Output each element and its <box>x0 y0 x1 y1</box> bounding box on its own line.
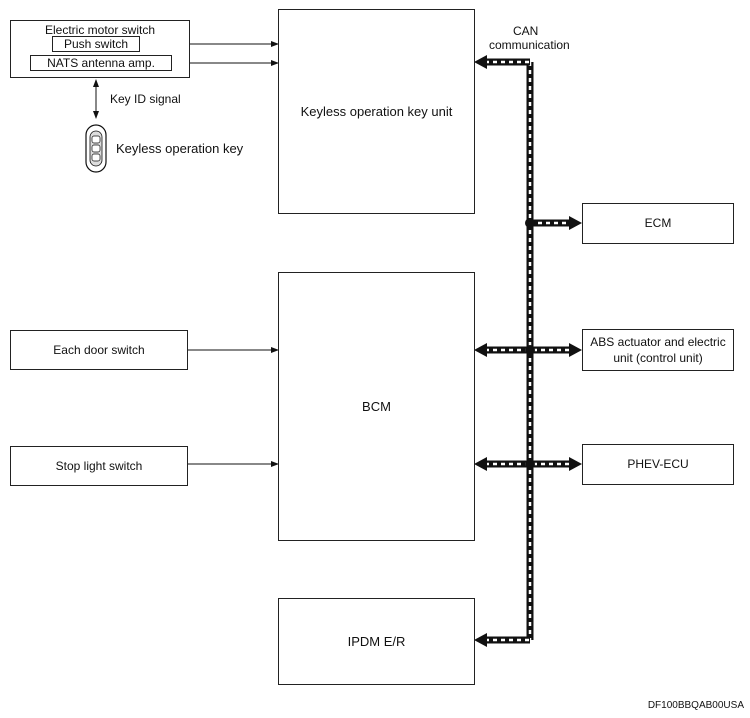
abs-actuator-box: ABS actuator and electric unit (control … <box>582 329 734 371</box>
stop-light-switch-label: Stop light switch <box>55 458 143 473</box>
nats-antenna-amp-box: NATS antenna amp. <box>30 55 172 71</box>
figure-code: DF100BBQAB00USA <box>647 700 744 711</box>
key-id-signal-label: Key ID signal <box>110 92 181 106</box>
push-switch-label: Push switch <box>63 36 129 51</box>
phev-ecu-box: PHEV-ECU <box>582 444 734 485</box>
abs-actuator-label: ABS actuator and electric unit (control … <box>590 334 726 365</box>
keyless-operation-key-unit-label: Keyless operation key unit <box>300 103 453 119</box>
can-label: CAN <box>513 24 539 38</box>
can-arrows <box>474 55 582 647</box>
ipdm-er-label: IPDM E/R <box>347 633 406 649</box>
bcm-box: BCM <box>278 272 475 541</box>
ipdm-er-box: IPDM E/R <box>278 598 475 685</box>
keyless-operation-key-label: Keyless operation key <box>116 141 244 156</box>
key-fob-icon <box>85 124 107 173</box>
stop-light-switch-box: Stop light switch <box>10 446 188 486</box>
ecm-label: ECM <box>644 216 672 231</box>
nats-antenna-amp-label: NATS antenna amp. <box>47 55 155 70</box>
phev-ecu-label: PHEV-ECU <box>627 457 689 472</box>
bcm-label: BCM <box>362 398 391 414</box>
each-door-switch-label: Each door switch <box>53 342 145 357</box>
keyless-operation-key-unit-box: Keyless operation key unit <box>278 9 475 214</box>
can-junctions <box>525 218 535 469</box>
push-switch-box: Push switch <box>52 36 140 52</box>
electric-motor-switch-title: Electric motor switch <box>44 23 156 37</box>
each-door-switch-box: Each door switch <box>10 330 188 370</box>
communication-label: communication <box>489 38 570 52</box>
ecm-box: ECM <box>582 203 734 244</box>
